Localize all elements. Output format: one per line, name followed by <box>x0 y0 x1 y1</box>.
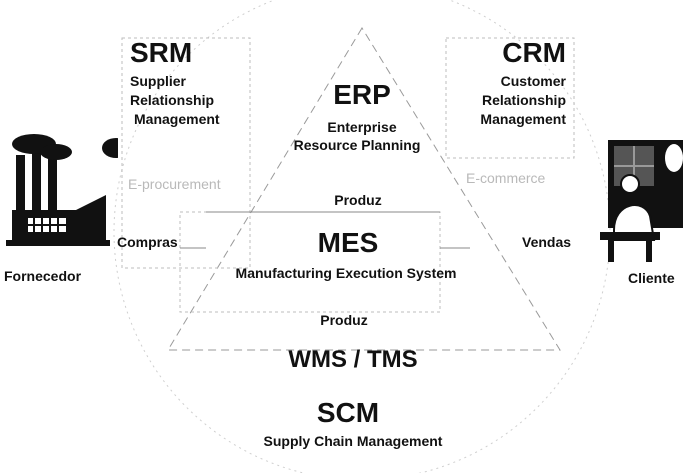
crm-title: CRM <box>502 37 566 68</box>
crm-line-1: Customer <box>500 73 566 89</box>
srm-line-3: Management <box>134 111 220 127</box>
produz-top-label: Produz <box>334 192 382 208</box>
erp-line-2: Resource Planning <box>293 137 421 153</box>
erp-line-1: Enterprise <box>327 119 397 135</box>
crm-ecommerce: E-commerce <box>466 170 546 186</box>
client-label: Cliente <box>628 270 675 286</box>
mes-box <box>179 211 441 313</box>
mes-title: MES <box>317 227 379 258</box>
srm-line-2: Relationship <box>130 92 215 108</box>
crm-line-2: Relationship <box>481 92 566 108</box>
wms-tms-label: WMS / TMS <box>288 346 418 373</box>
produz-bottom-label: Produz <box>320 312 368 328</box>
crm-box <box>445 37 575 159</box>
crm-line-3: Management <box>480 111 566 127</box>
client-icon <box>600 140 683 262</box>
srm-eprocurement: E-procurement <box>128 176 221 192</box>
srm-title: SRM <box>130 37 193 68</box>
compras-label: Compras <box>117 234 178 250</box>
erp-triangle <box>167 27 561 351</box>
factory-icon <box>6 134 118 246</box>
scm-title: SCM <box>316 397 380 428</box>
mes-subtitle: Manufacturing Execution System <box>235 265 457 281</box>
scm-subtitle: Supply Chain Management <box>263 433 443 449</box>
srm-box <box>121 37 251 269</box>
erp-title: ERP <box>333 79 391 110</box>
supplier-label: Fornecedor <box>4 268 82 284</box>
srm-line-1: Supplier <box>130 73 187 89</box>
vendas-label: Vendas <box>522 234 572 250</box>
